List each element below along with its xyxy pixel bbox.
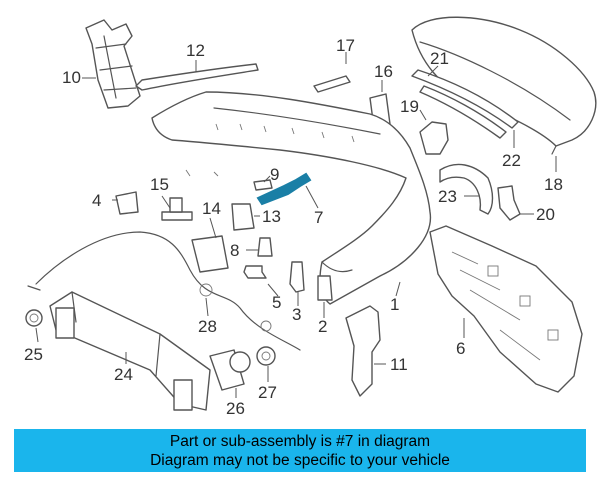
caption-bar: Part or sub-assembly is #7 in diagram Di… — [14, 429, 586, 472]
callout-4: 4 — [92, 191, 101, 210]
part-3-fastener — [289, 261, 305, 293]
callout-5: 5 — [272, 293, 281, 312]
part-23-bracket — [439, 163, 494, 215]
callout-17: 17 — [336, 36, 355, 55]
callout-11: 11 — [390, 355, 408, 374]
callout-24: 24 — [114, 365, 133, 384]
part-24-beam — [49, 291, 211, 411]
callout-28: 28 — [198, 317, 217, 336]
callout-13: 13 — [262, 207, 281, 226]
part-4-pad — [115, 191, 139, 215]
callout-10: 10 — [62, 68, 81, 87]
caption-line-2: Diagram may not be specific to your vehi… — [150, 452, 450, 469]
part-10-bracket — [85, 19, 141, 109]
part-27-ring — [256, 346, 276, 366]
part-20-clip — [497, 185, 521, 221]
callout-1: 1 — [390, 295, 399, 314]
callout-7: 7 — [314, 208, 323, 227]
callout-26: 26 — [226, 399, 245, 418]
callout-2: 2 — [318, 317, 327, 336]
callout-12: 12 — [186, 41, 205, 60]
callout-8: 8 — [230, 241, 239, 260]
part-12-strip — [135, 63, 259, 91]
callout-22: 22 — [502, 151, 521, 170]
callout-19: 19 — [400, 97, 419, 116]
callout-labels: 10 12 17 16 21 19 22 18 9 15 4 14 13 7 2… — [24, 36, 563, 418]
callout-18: 18 — [544, 175, 563, 194]
part-26-housing — [209, 349, 251, 391]
part-14-sensor — [191, 235, 229, 273]
caption-line-1: Part or sub-assembly is #7 in diagram — [169, 433, 431, 450]
part-2-fastener — [317, 275, 333, 301]
part-5-fastener — [243, 265, 267, 279]
part-13-box — [231, 203, 255, 231]
part-6-lower-bracket — [429, 225, 583, 393]
parts-diagram: 10 12 17 16 21 19 22 18 9 15 4 14 13 7 2… — [24, 16, 597, 418]
callout-16: 16 — [374, 62, 393, 81]
part-25-grommet — [25, 309, 43, 327]
part-19-bracket — [419, 121, 449, 155]
callout-20: 20 — [536, 205, 555, 224]
part-8-fastener — [257, 237, 273, 257]
callout-21: 21 — [430, 49, 449, 68]
callout-23: 23 — [438, 187, 457, 206]
callout-15: 15 — [150, 175, 169, 194]
callout-25: 25 — [24, 345, 43, 364]
part-11-bracket — [345, 305, 381, 397]
part-28-cable — [27, 231, 301, 351]
leader-lines — [35, 52, 557, 398]
callout-9: 9 — [270, 165, 279, 184]
callout-14: 14 — [202, 199, 221, 218]
callout-6: 6 — [456, 339, 465, 358]
callout-27: 27 — [258, 383, 277, 402]
part-7-highlighted — [256, 172, 312, 206]
part-15-bolt — [161, 197, 193, 221]
callout-3: 3 — [292, 305, 301, 324]
part-21-22-strip — [411, 69, 519, 139]
part-1-bumper-shell — [151, 91, 432, 305]
part-17-clip — [313, 75, 351, 93]
